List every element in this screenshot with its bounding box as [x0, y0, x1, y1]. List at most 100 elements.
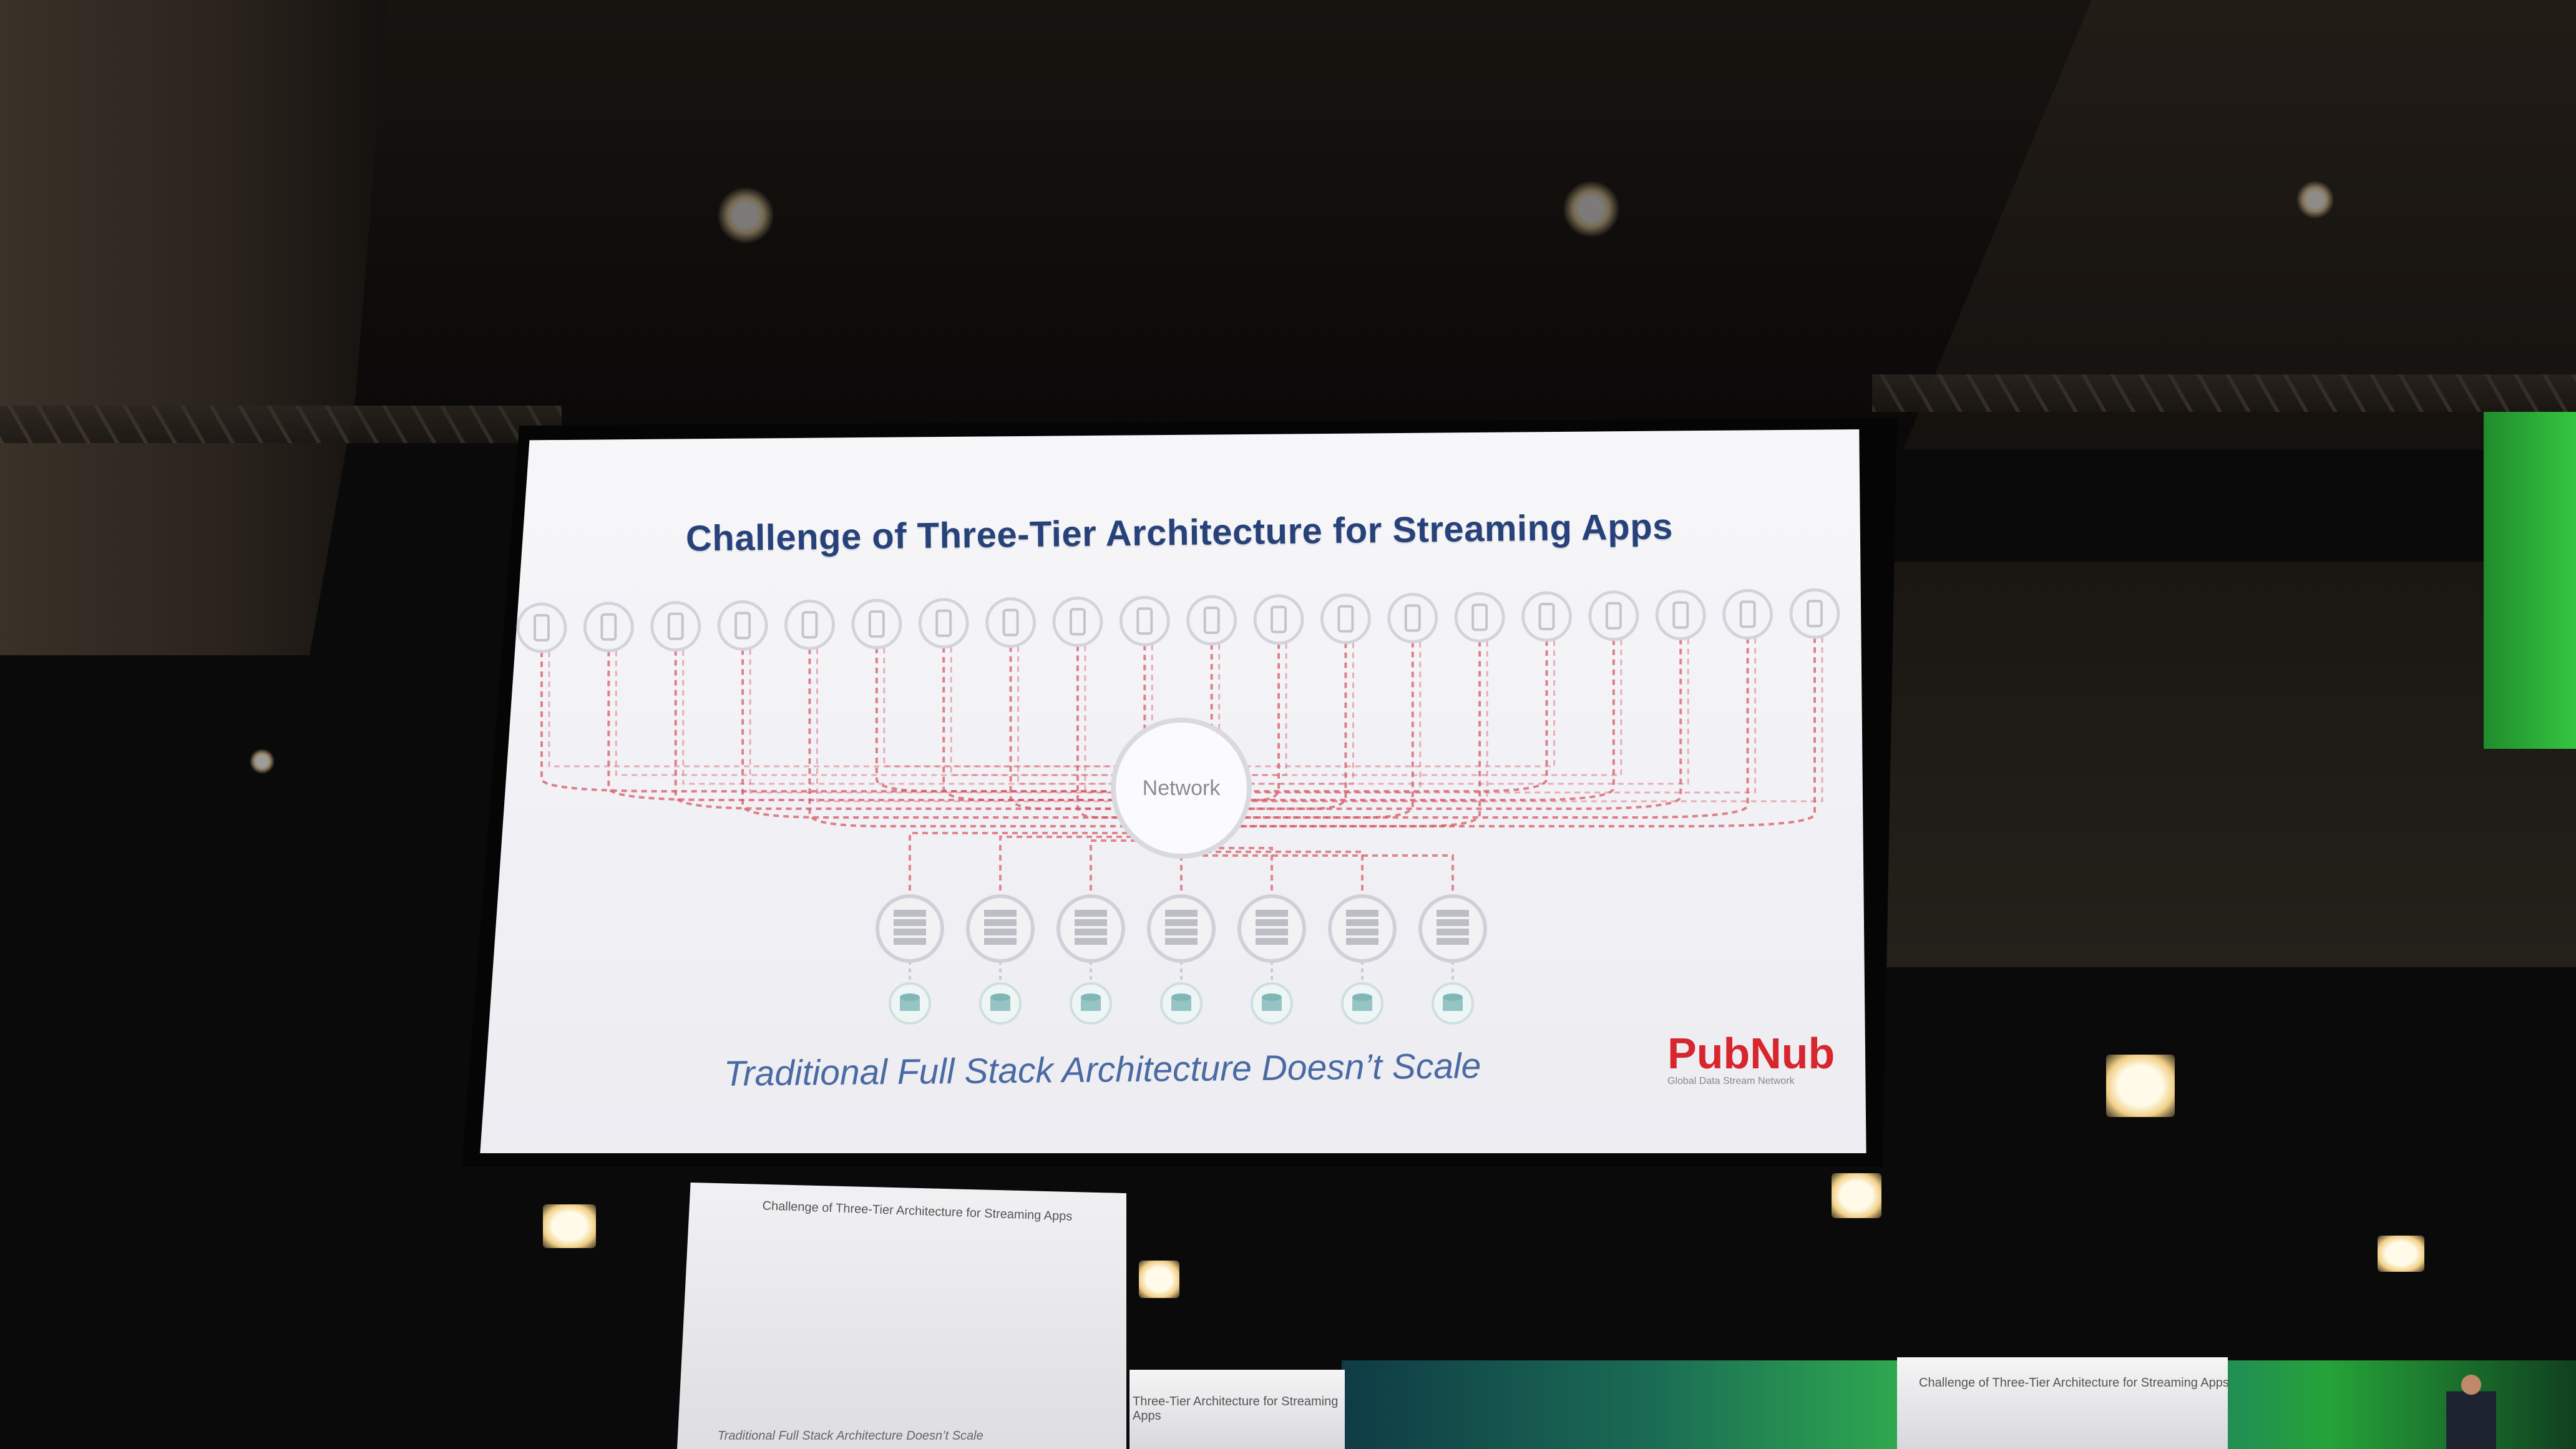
client-device-icon: [1454, 592, 1505, 643]
client-link: [741, 649, 1176, 819]
lighting-truss-right: [1872, 374, 2576, 412]
server-link: [999, 836, 1176, 900]
server-rack-slot: [1075, 938, 1107, 945]
database-body: [1443, 997, 1463, 1011]
client-device-icon: [1119, 595, 1170, 646]
server-rack-slot: [1075, 919, 1107, 926]
ceiling-light: [2296, 181, 2334, 218]
server-rack-slot: [984, 929, 1017, 935]
client-link: [1076, 645, 1176, 819]
client-link: [1176, 637, 1823, 803]
server-rack-slot: [1346, 938, 1378, 945]
ceiling-light: [718, 187, 774, 243]
pendant-light: [2378, 1236, 2424, 1272]
server-rack-slot: [984, 938, 1017, 945]
phone-icon: [534, 614, 550, 642]
server-rack-slot: [1075, 929, 1107, 935]
phone-icon: [1672, 601, 1689, 629]
client-device-icon: [583, 602, 634, 653]
server-nodes: [876, 894, 1487, 963]
database-body: [1081, 997, 1101, 1011]
confidence-monitor-caption: Traditional Full Stack Architecture Does…: [718, 1429, 983, 1443]
phone-icon: [667, 612, 684, 640]
server-rack-slot: [1165, 929, 1198, 935]
client-link: [749, 649, 1176, 794]
phone-icon: [1739, 600, 1756, 628]
client-link: [950, 646, 1176, 776]
server-rack-slot: [1256, 919, 1288, 926]
client-link: [1176, 638, 1689, 785]
database-body: [1171, 997, 1191, 1011]
client-link: [1176, 640, 1548, 793]
database-body: [990, 997, 1010, 1011]
client-device-icon: [1789, 588, 1840, 639]
confidence-monitor: [677, 1183, 1126, 1449]
phone-icon: [1069, 608, 1086, 636]
lighting-truss-left: [0, 406, 562, 443]
server-rack-slot: [894, 919, 926, 926]
client-link: [816, 648, 1176, 803]
server-rack-slot: [1437, 938, 1469, 945]
server-link: [1090, 839, 1176, 900]
server-rack-slot: [1075, 910, 1107, 917]
server-link: [1176, 847, 1273, 900]
client-nodes: [516, 588, 1840, 653]
server-rack-slot: [1165, 910, 1198, 917]
logo-wordmark: PubNub: [1667, 1029, 1835, 1078]
phone-icon: [1136, 607, 1153, 635]
server-rack-slot: [894, 938, 926, 945]
client-device-icon: [1655, 590, 1706, 641]
client-link: [1009, 646, 1176, 810]
client-device-icon: [1253, 594, 1304, 645]
phone-icon: [1271, 605, 1287, 633]
client-device-icon: [1588, 590, 1639, 642]
server-rack-slot: [984, 910, 1017, 917]
phone-icon: [935, 609, 952, 637]
server-rack-slot: [1346, 919, 1378, 926]
phone-icon: [1807, 600, 1823, 628]
phone-icon: [1471, 603, 1488, 632]
client-device-icon: [650, 601, 701, 652]
stage-monitor-left-title: Three-Tier Architecture for Streaming Ap…: [1133, 1395, 1339, 1423]
server-rack-slot: [1165, 919, 1198, 926]
client-link: [1176, 642, 1354, 785]
phone-icon: [1605, 602, 1622, 630]
client-link: [674, 650, 1176, 810]
phone-icon: [1337, 605, 1354, 633]
pubnub-logo: PubNub Global Data Stream Network: [1667, 1028, 1855, 1087]
client-link: [808, 648, 1176, 827]
server-link: [909, 832, 1176, 900]
client-device-icon: [985, 597, 1037, 648]
server-rack-slot: [1256, 938, 1288, 945]
client-link: [942, 646, 1176, 801]
client-device-icon: [918, 598, 969, 649]
client-device-icon: [1521, 591, 1573, 642]
client-device-icon: [516, 602, 567, 653]
phone-icon: [734, 612, 751, 640]
client-link: [1176, 643, 1281, 801]
stage-monitor-right: [1897, 1357, 2228, 1449]
client-link: [875, 648, 1176, 793]
pendant-light: [1832, 1173, 1881, 1218]
phone-icon: [1538, 603, 1555, 630]
server-rack-slot: [1256, 929, 1288, 935]
ceiling-light: [1563, 181, 1619, 237]
server-rack-slot: [1346, 910, 1378, 917]
database-body: [1262, 997, 1282, 1011]
database-body: [1352, 997, 1372, 1011]
client-link: [1176, 638, 1757, 794]
speaker-on-screen: [2446, 1367, 2496, 1449]
client-link: [1176, 639, 1622, 776]
server-rack-slot: [1346, 929, 1378, 935]
architecture-diagram: [516, 588, 1840, 1025]
server-link: [1176, 854, 1454, 900]
server-rack-slot: [894, 910, 926, 917]
pendant-light: [1139, 1261, 1179, 1298]
client-link: [1176, 642, 1347, 810]
client-device-icon: [784, 599, 835, 650]
client-link: [682, 650, 1176, 785]
left-column: [0, 0, 387, 655]
client-link: [1176, 639, 1615, 801]
stage-monitor-right-title: Challenge of Three-Tier Architecture for…: [1919, 1376, 2229, 1390]
